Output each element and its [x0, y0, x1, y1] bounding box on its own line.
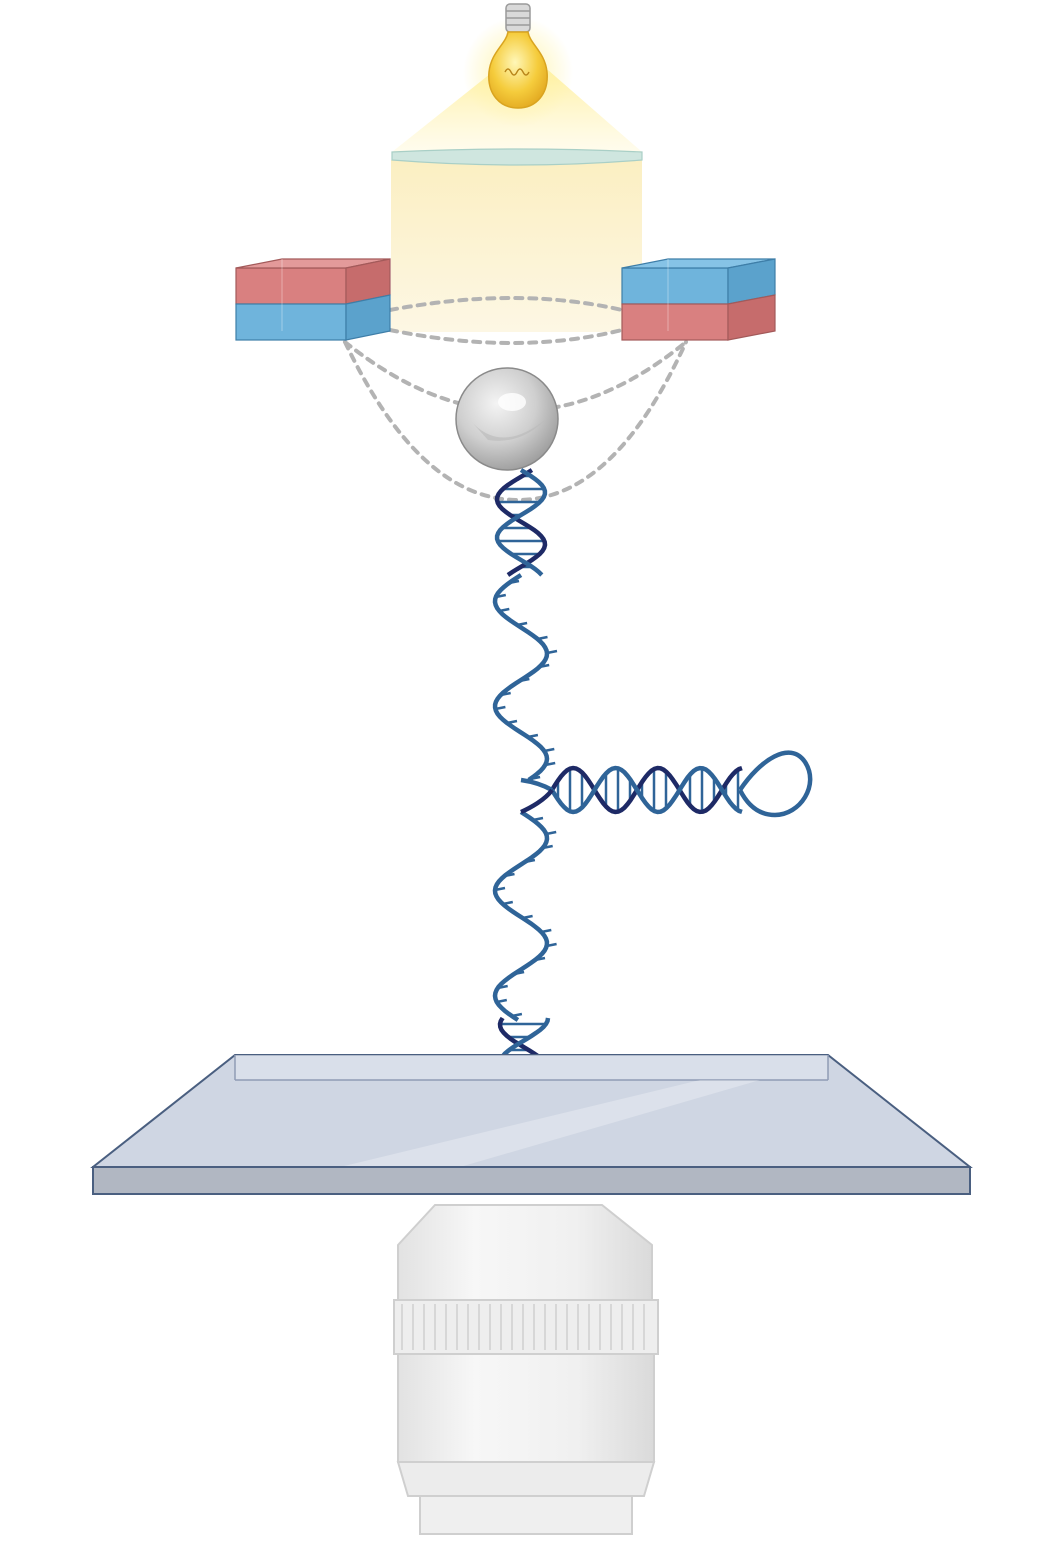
dna-single-strand-top — [492, 573, 558, 782]
magnet-left — [235, 258, 391, 341]
dna-strand-front — [550, 765, 743, 815]
dna-single-strand — [492, 573, 550, 782]
dna-single-strand — [492, 810, 550, 1022]
magnet-left-pole-top — [235, 267, 347, 305]
dna-strand-back — [494, 468, 548, 577]
coverslip-front-edge — [92, 1166, 971, 1195]
magnetic-bead — [455, 367, 559, 471]
objective-top-cap — [397, 1204, 653, 1301]
dna-single-strand-bottom — [492, 810, 557, 1022]
condenser-lens — [391, 148, 643, 166]
dna-junction-bottom — [520, 788, 554, 815]
objective-barrel — [397, 1353, 655, 1463]
coverslip-glare — [340, 1080, 760, 1167]
magnet-right — [621, 258, 776, 341]
objective-lower-taper — [396, 1461, 656, 1497]
dna-hairpin-loop — [737, 750, 813, 818]
magnet-left-pole-bottom — [235, 303, 347, 341]
objective-knurl-lines — [401, 1304, 645, 1350]
glass-coverslip — [90, 1054, 973, 1195]
bulb-base-icon — [505, 3, 531, 33]
bulb-filament-icon — [504, 68, 530, 76]
dna-junction-top — [520, 777, 554, 792]
magnet-right-pole-bottom — [621, 303, 729, 341]
light-source — [392, 3, 642, 152]
dna-handle-top — [494, 468, 548, 577]
objective-knurled-ring — [393, 1299, 659, 1355]
dna-strand-back — [550, 765, 743, 815]
dna-hairpin-branch — [520, 750, 813, 818]
objective-tip — [419, 1495, 633, 1535]
coverslip-inner-rim — [235, 1055, 828, 1080]
objective-lens — [393, 1204, 659, 1535]
dna-strand-front — [494, 468, 548, 577]
magnet-right-pole-top — [621, 267, 729, 305]
dna-tether — [492, 468, 813, 1118]
